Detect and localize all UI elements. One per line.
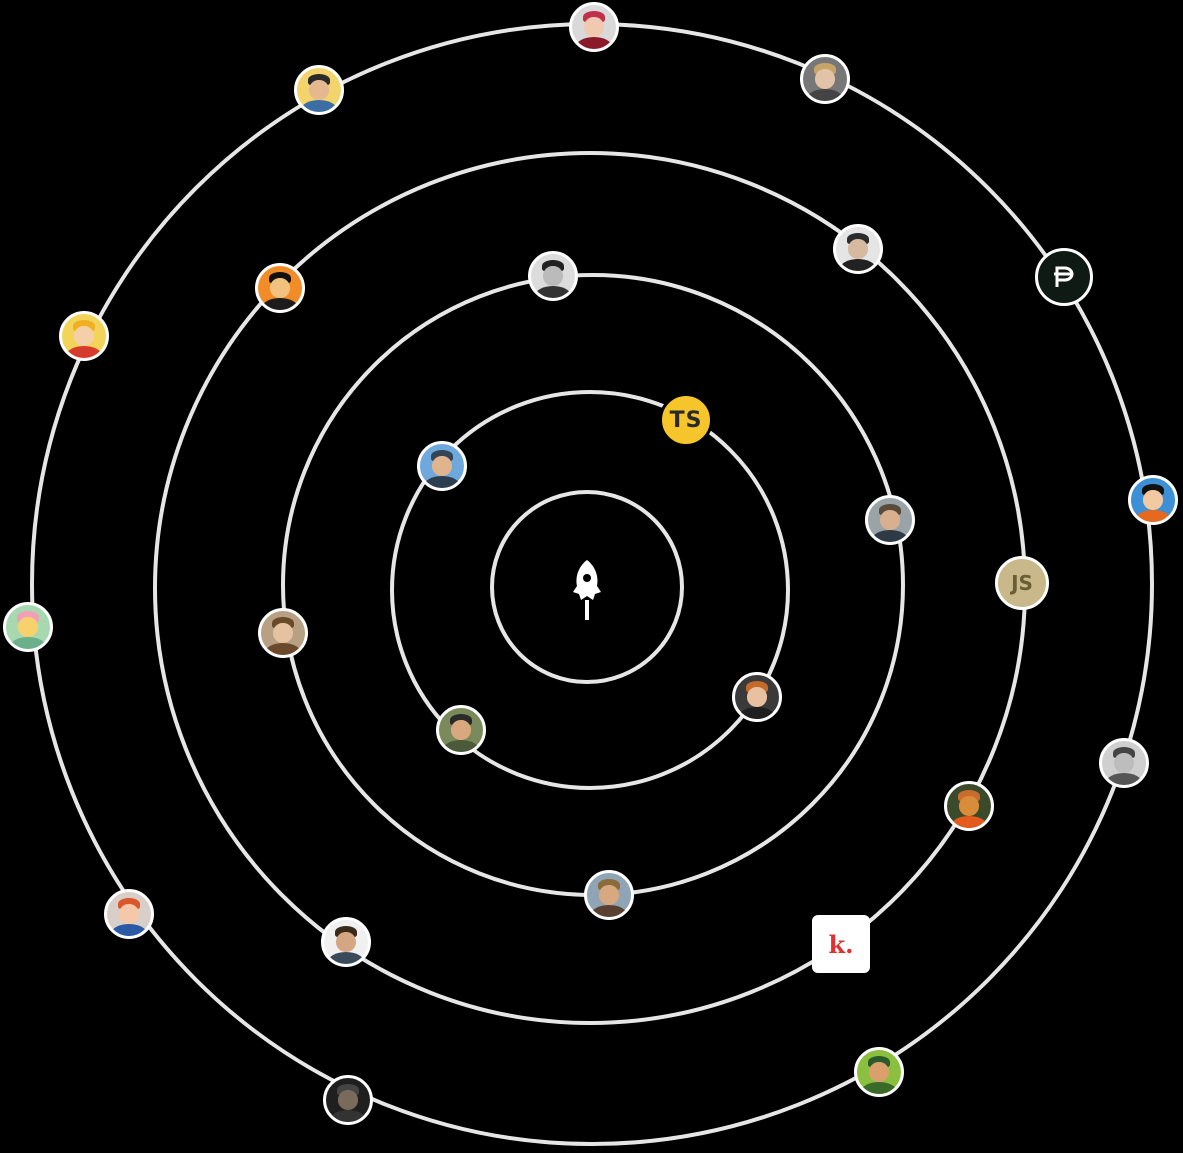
- avatar-anime-goku[interactable]: [1128, 475, 1178, 525]
- avatar-cartoon-mustache[interactable]: [854, 1047, 904, 1097]
- avatar-redhead-man[interactable]: [732, 672, 782, 722]
- k-label: k.: [828, 929, 854, 959]
- k-logo-badge[interactable]: k.: [812, 915, 870, 973]
- avatar-cartoon-suit-man[interactable]: [255, 263, 305, 313]
- avatar-woman-glasses-bw[interactable]: [1099, 738, 1149, 788]
- avatar-hat-man[interactable]: [584, 870, 634, 920]
- avatar-blue-cap[interactable]: [417, 441, 467, 491]
- avatar-flowers[interactable]: [3, 602, 53, 652]
- typescript-badge[interactable]: TS: [659, 393, 713, 447]
- p-logo-badge[interactable]: [1035, 248, 1093, 306]
- javascript-badge[interactable]: JS: [995, 556, 1049, 610]
- avatar-anime-blonde[interactable]: [59, 311, 109, 361]
- avatar-long-hair-man[interactable]: [258, 608, 308, 658]
- orbit-ring-1: [490, 490, 684, 684]
- orbit-ring-2: [390, 390, 790, 790]
- avatar-bearded-man-yellow[interactable]: [294, 65, 344, 115]
- avatar-bearded-speaker[interactable]: [321, 917, 371, 967]
- avatar-blonde-man-blur[interactable]: [800, 54, 850, 104]
- avatar-dark-studio[interactable]: [323, 1075, 373, 1125]
- avatar-glasses-man-bw[interactable]: [528, 251, 578, 301]
- js-label: JS: [1011, 571, 1033, 595]
- ts-label: TS: [669, 407, 703, 433]
- avatar-man-outdoor[interactable]: [865, 495, 915, 545]
- rocket-icon: [573, 560, 601, 620]
- avatar-pink-hair-woman[interactable]: [569, 2, 619, 52]
- avatar-fozzie-bear[interactable]: [944, 781, 994, 831]
- avatar-cartoon-redhead[interactable]: [104, 889, 154, 939]
- p-logo-icon: [1054, 266, 1074, 287]
- avatar-glasses-woman[interactable]: [833, 224, 883, 274]
- avatar-sunglasses-man[interactable]: [436, 705, 486, 755]
